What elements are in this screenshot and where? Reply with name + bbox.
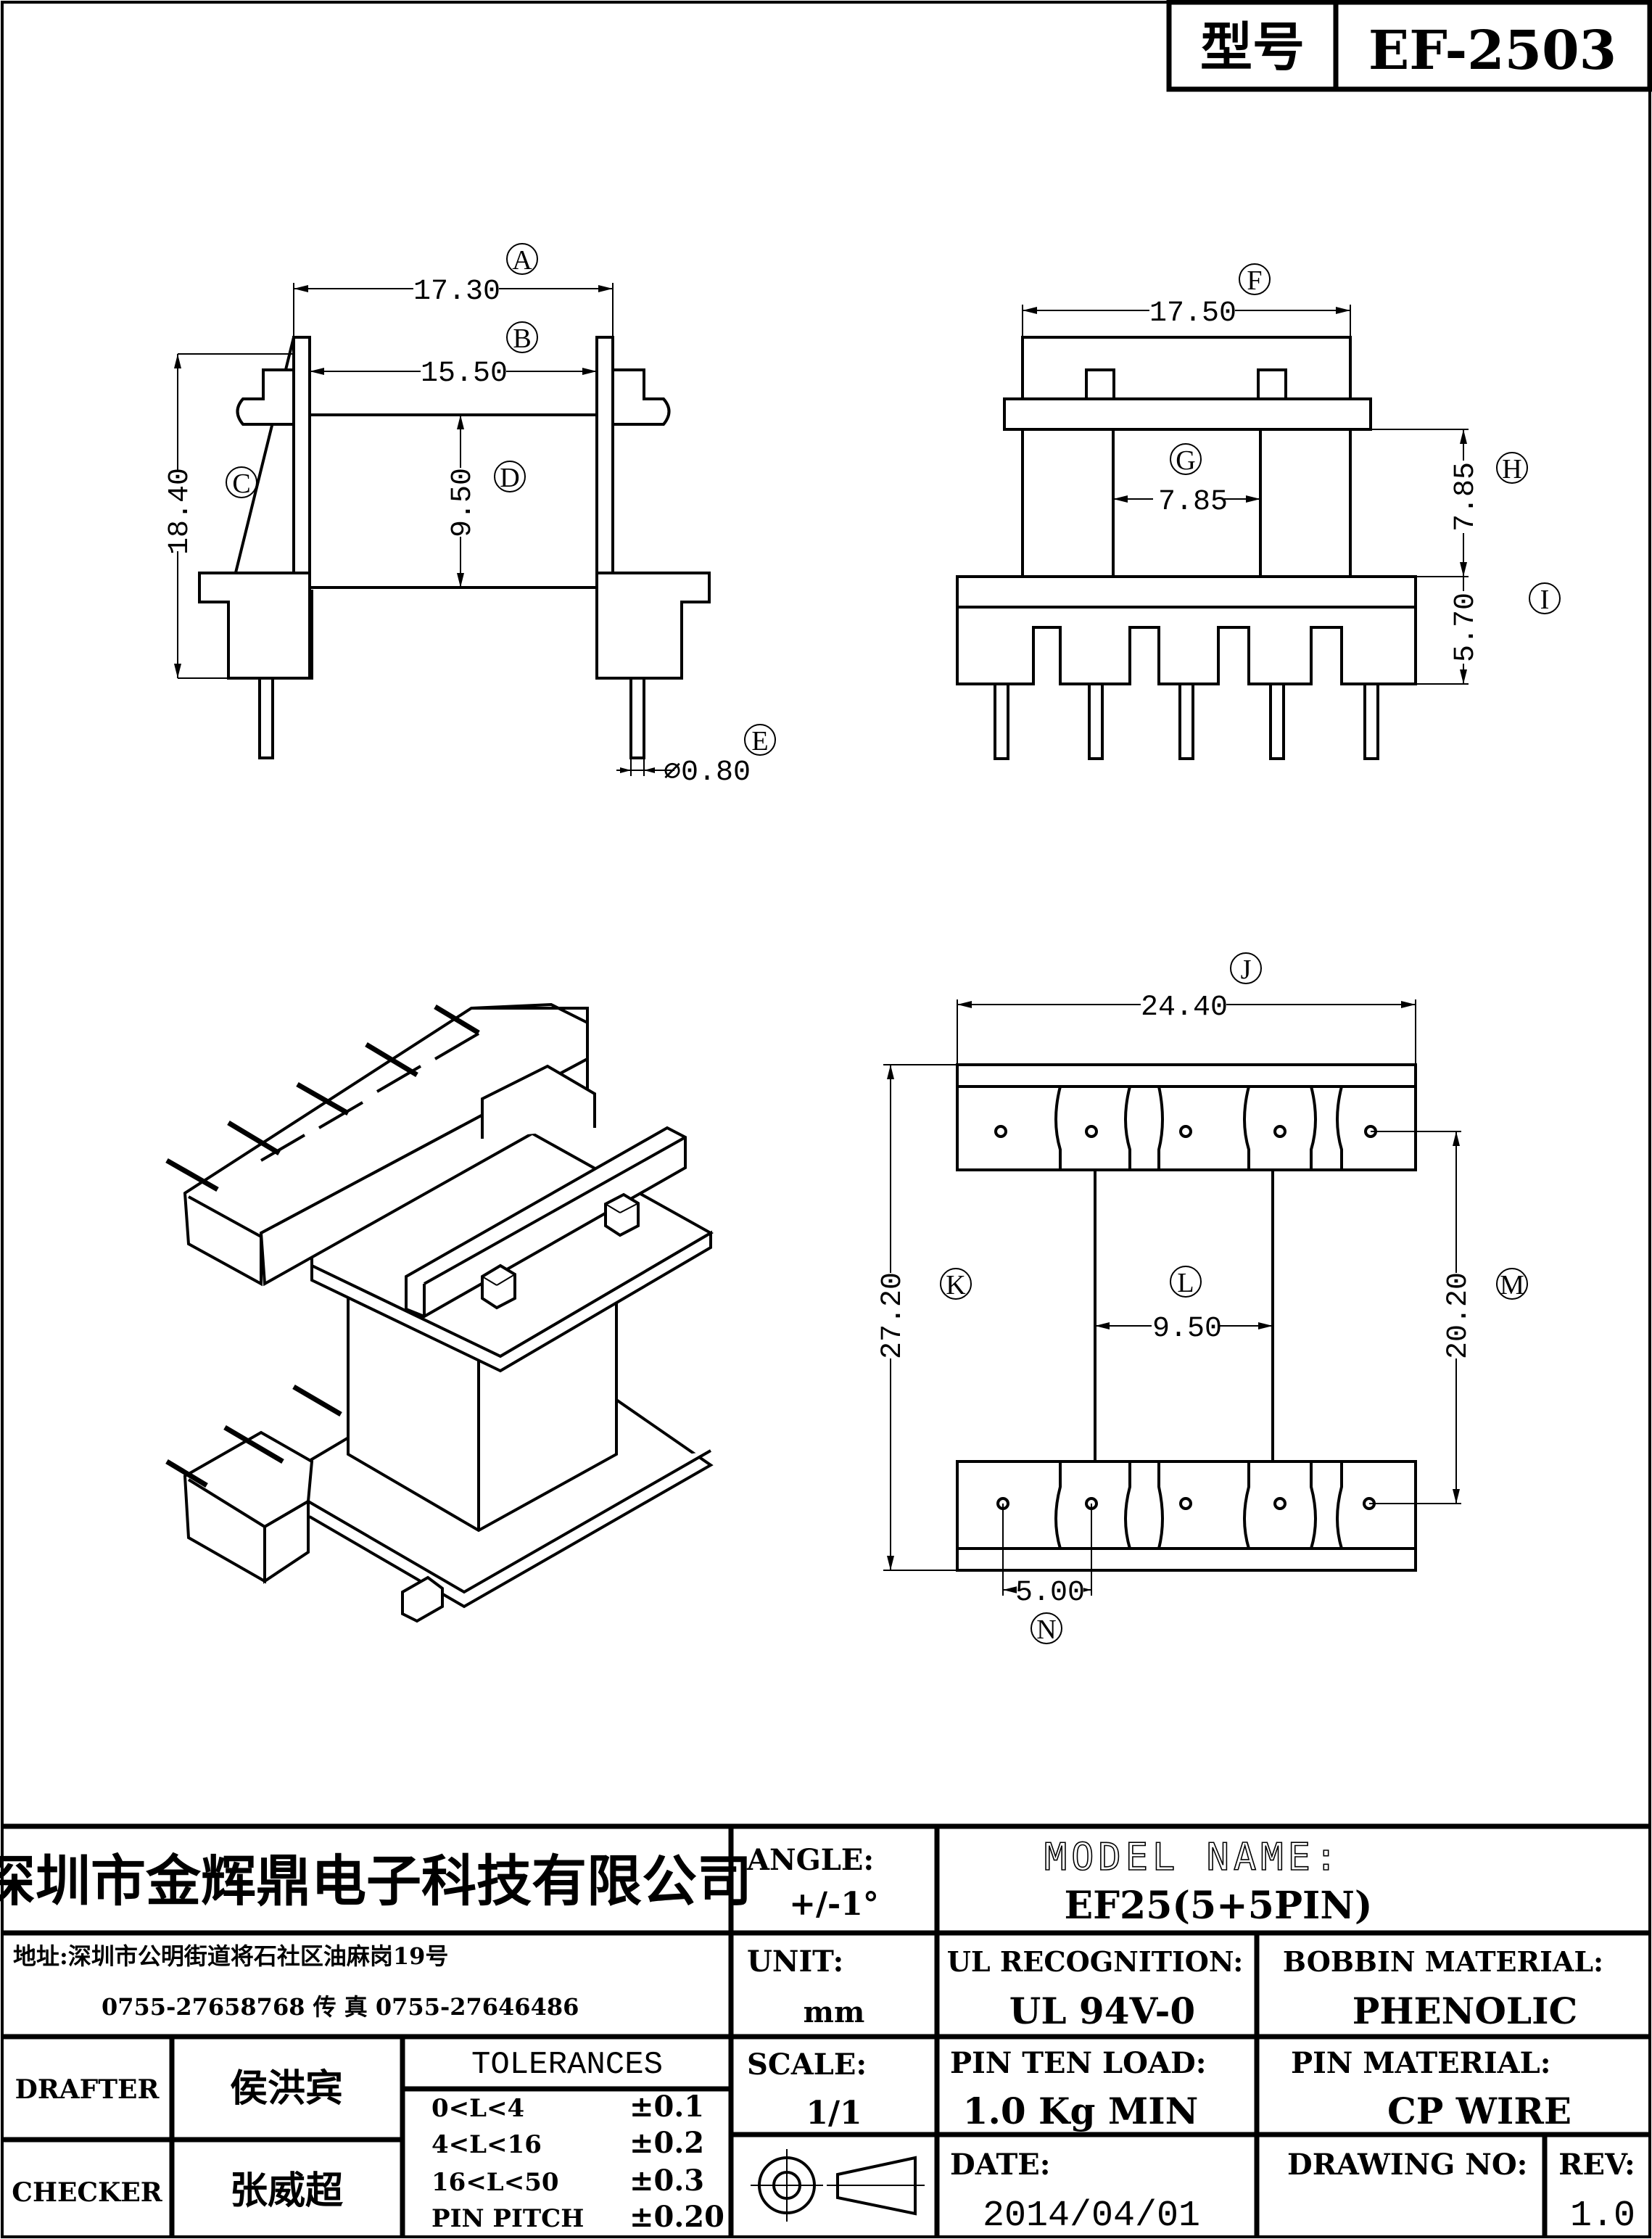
callout-k: K [946, 1270, 966, 1300]
callout-b: B [513, 323, 531, 354]
callout-g: G [1176, 445, 1195, 476]
ul-label: UL RECOGNITION: [947, 1945, 1244, 1978]
isometric-view [165, 1002, 714, 1623]
rev-value: 1.0 [1570, 2195, 1635, 2237]
company-name: 深圳市金辉鼎电子科技有限公司 [0, 1849, 752, 1913]
pin-load-value: 1.0 Kg MIN [963, 2090, 1199, 2132]
tolerance-range-4: PIN PITCH [431, 2204, 584, 2233]
callout-e: E [751, 726, 768, 756]
unit-label: UNIT: [747, 1945, 843, 1979]
dim-e-value: ⌀0.80 [664, 756, 751, 789]
date-value: 2014/04/01 [983, 2195, 1200, 2237]
dim-d-value: 9.50 [447, 468, 479, 537]
bobbin-value: PHENOLIC [1352, 1989, 1578, 2032]
dim-f-value: 17.50 [1149, 297, 1236, 330]
model-label: 型号 [1200, 16, 1305, 78]
callout-h: H [1502, 454, 1521, 485]
callout-n: N [1036, 1615, 1056, 1645]
callout-l: L [1177, 1268, 1194, 1298]
tolerance-value-3: ±0.3 [629, 2164, 704, 2198]
scale-label: SCALE: [747, 2048, 867, 2082]
bobbin-label: BOBBIN MATERIAL: [1283, 1945, 1603, 1978]
tolerance-range-1: 0<L<4 [431, 2094, 524, 2123]
dim-h-value: 7.85 [1450, 462, 1482, 532]
projection-symbol-icon [751, 2149, 925, 2222]
callout-m: M [1500, 1270, 1524, 1300]
pin-material-value: CP WIRE [1387, 2090, 1572, 2132]
pin-material-label: PIN MATERIAL: [1291, 2046, 1551, 2080]
pin-load-label: PIN TEN LOAD: [950, 2046, 1206, 2080]
drafter-name: 侯洪宾 [230, 2066, 343, 2111]
drawing-no-label: DRAWING NO: [1287, 2148, 1527, 2182]
callout-i: I [1540, 585, 1550, 615]
dim-k-value: 27.20 [877, 1272, 909, 1359]
dim-l-value: 9.50 [1152, 1313, 1222, 1345]
dim-a-value: 17.30 [413, 276, 500, 308]
callout-c: C [232, 469, 250, 499]
dim-b-value: 15.50 [421, 358, 508, 390]
unit-value: mm [804, 1995, 865, 2029]
angle-label: ANGLE: [746, 1843, 874, 1877]
model-value: EF-2503 [1368, 20, 1616, 82]
company-address: 地址:深圳市公明街道将石社区油麻岗19号 [13, 1942, 448, 1970]
callout-j: J [1241, 954, 1252, 985]
front-view: 17.50 F 7.85 G 7.85 H 5.70 I [956, 263, 1561, 760]
title-block: 深圳市金辉鼎电子科技有限公司 地址:深圳市公明街道将石社区油麻岗19号 0755… [0, 1823, 1650, 2237]
ul-value: UL 94V-0 [1009, 1989, 1195, 2032]
side-view: 17.30 A 15.50 B 18.40 C 9.50 D [163, 243, 776, 789]
dim-g-value: 7.85 [1158, 486, 1228, 519]
checker-name: 张威超 [230, 2169, 344, 2213]
model-name-value: EF25(5+5PIN) [1064, 1884, 1372, 1928]
angle-value: +/-1° [789, 1886, 879, 1923]
model-name-label: MODEL NAME: [1044, 1836, 1342, 1879]
checker-label: CHECKER [12, 2177, 162, 2208]
company-phone: 0755-27658768 传 真 0755-27646486 [102, 1993, 579, 2021]
tolerance-range-3: 16<L<50 [431, 2168, 559, 2197]
callout-d: D [500, 463, 519, 493]
tolerance-value-2: ±0.2 [629, 2126, 704, 2160]
dim-j-value: 24.40 [1141, 991, 1228, 1024]
tolerance-value-1: ±0.1 [629, 2090, 704, 2124]
rev-label: REV: [1558, 2148, 1635, 2182]
callout-a: A [512, 245, 532, 276]
tolerances-title: TOLERANCES [471, 2047, 663, 2083]
scale-value: 1/1 [806, 2095, 862, 2132]
drafter-label: DRAFTER [15, 2074, 160, 2105]
bottom-view: 24.40 J 27.20 K 9.50 L 20.20 M [876, 952, 1528, 1645]
model-header: 型号 EF-2503 [1166, 0, 1652, 92]
callout-f: F [1247, 265, 1262, 296]
dim-c-value: 18.40 [164, 468, 197, 555]
date-label: DATE: [950, 2148, 1051, 2182]
dim-m-value: 20.20 [1442, 1272, 1475, 1359]
tolerance-value-4: ±0.20 [629, 2200, 724, 2234]
tolerance-range-2: 4<L<16 [431, 2130, 542, 2159]
dim-n-value: 5.00 [1015, 1577, 1085, 1609]
dim-i-value: 5.70 [1450, 593, 1482, 662]
